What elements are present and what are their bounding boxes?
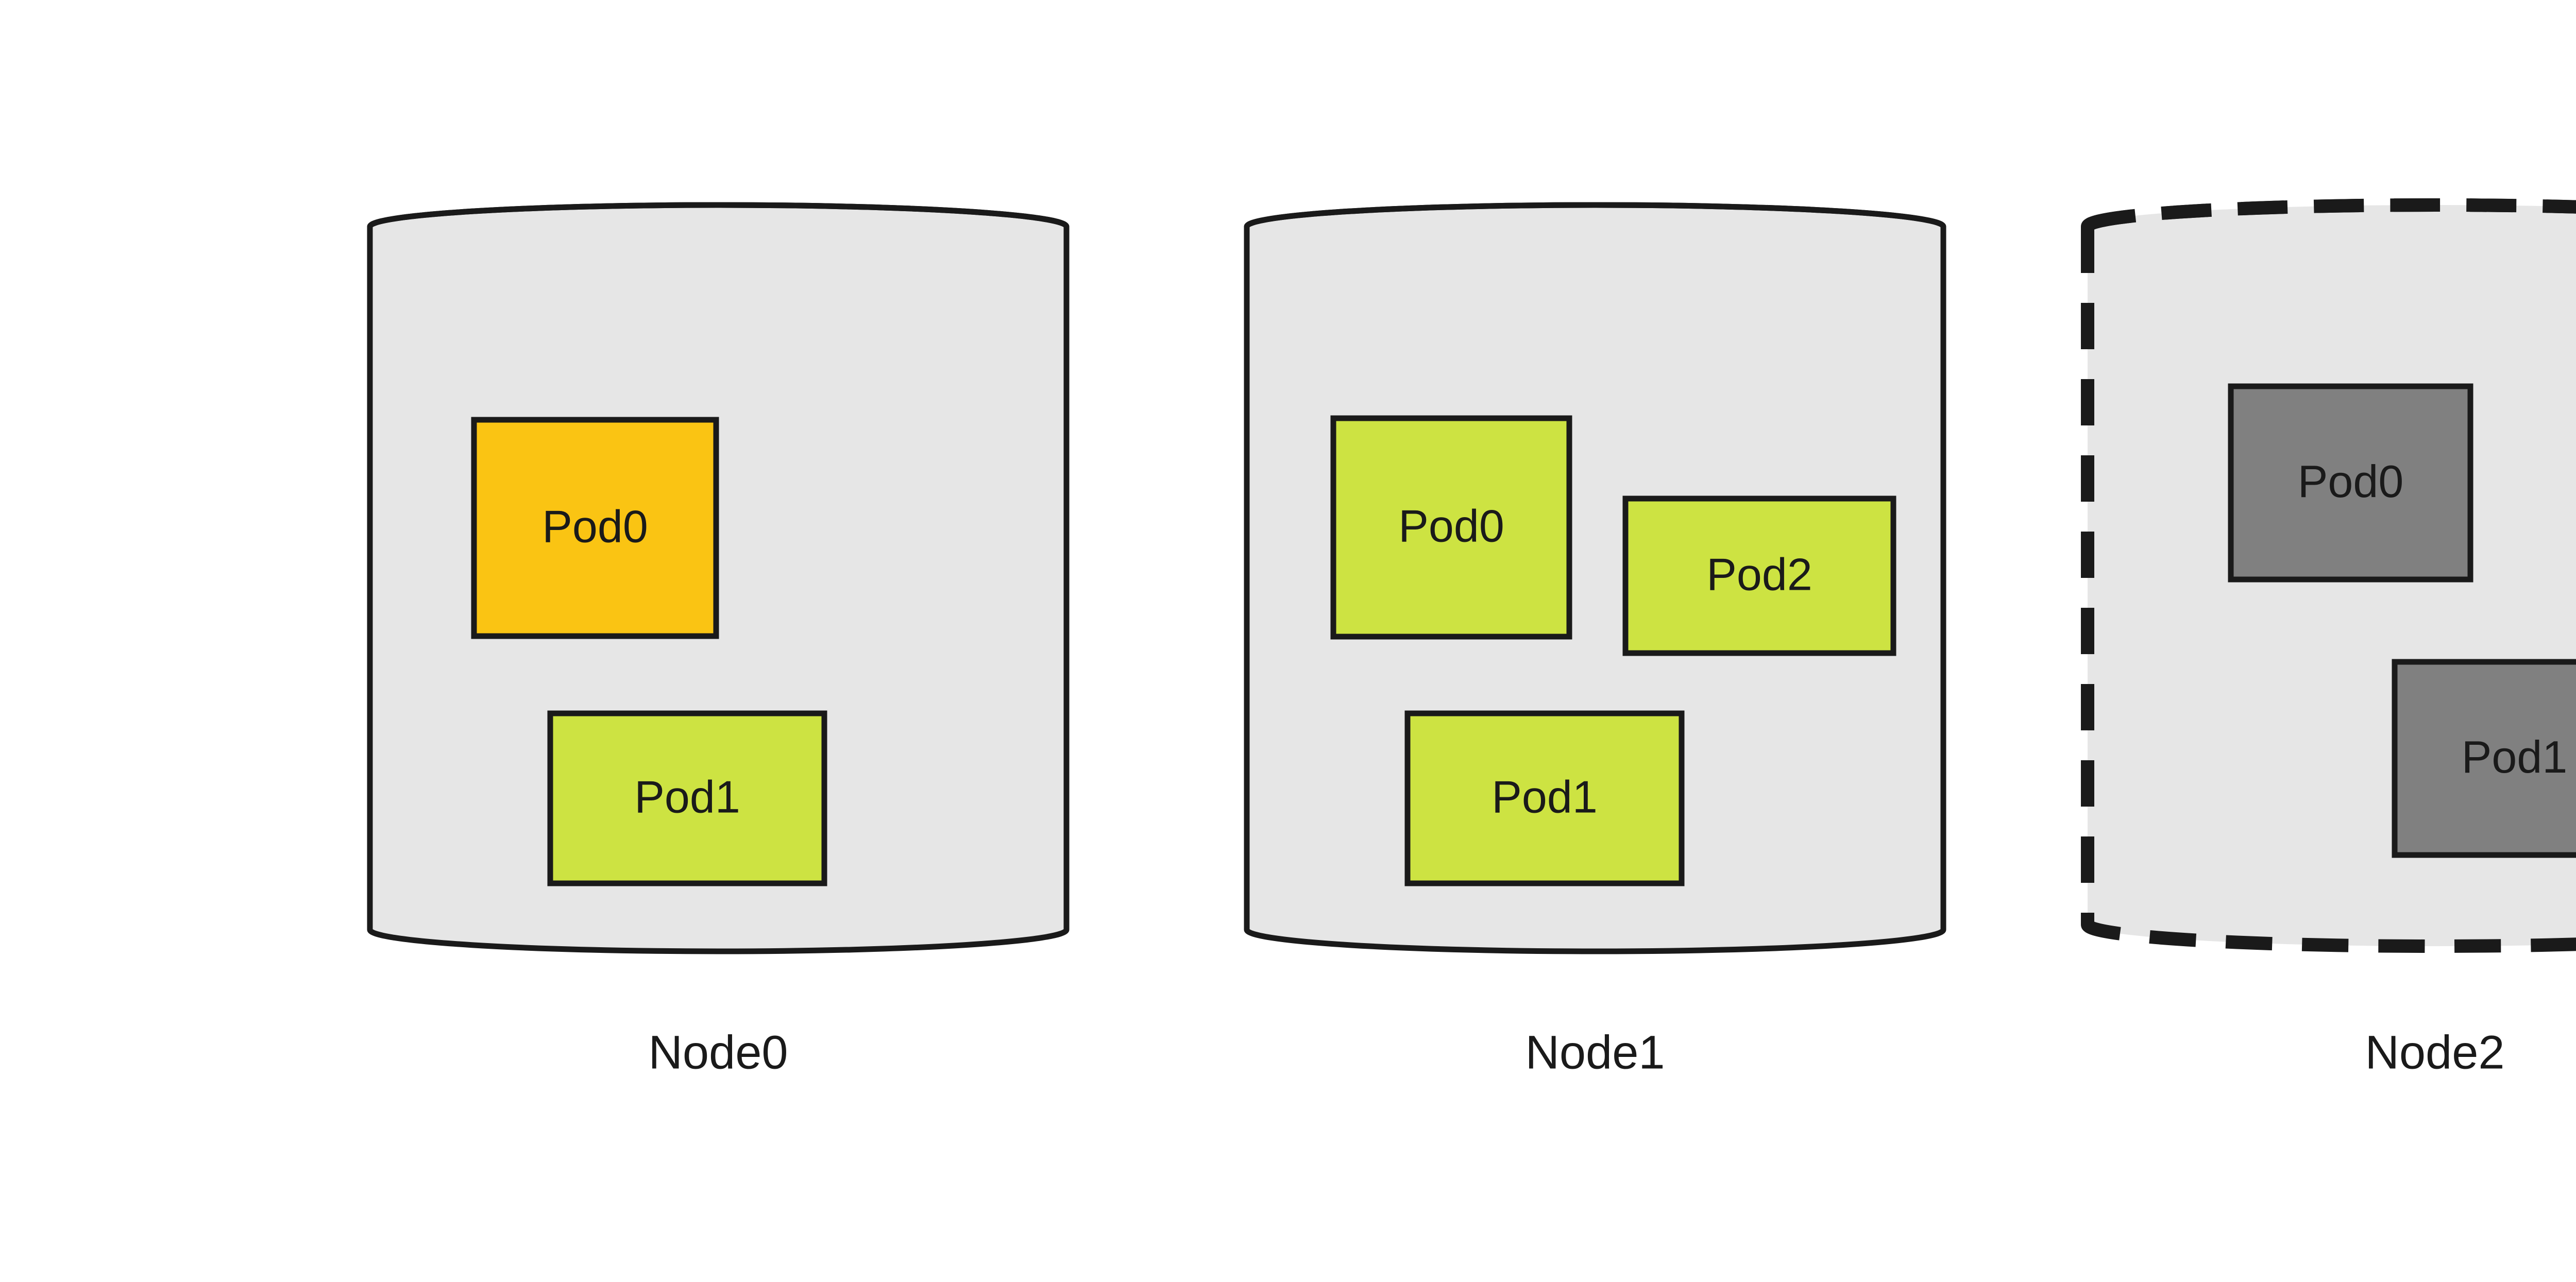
pod-label-node2-pod1: Pod1 [2462,731,2568,782]
node-cylinder-top-rim [367,202,1070,228]
pod-box-node1-pod1[interactable] [1404,710,1685,886]
pod-box-node1-pod0[interactable] [1330,415,1572,640]
pod-label-node1-pod1: Pod1 [1492,771,1598,822]
node-cylinder-top-rim [1244,202,1946,228]
pod-box-node0-pod1[interactable] [547,710,827,886]
pod-label-node1-pod2: Pod2 [1706,549,1812,600]
pod-label-node0-pod0: Pod0 [542,501,648,552]
pod-box-node2-pod1[interactable] [2392,659,2576,858]
node-label-node1: Node1 [1525,1026,1665,1079]
pod-box-node1-pod2[interactable] [1622,495,1896,656]
node-label-node2: Node2 [2365,1026,2504,1079]
pod-label-node0-pod1: Pod1 [634,771,740,822]
node-cylinder-top-rim [2081,198,2576,231]
nodes-layer: Pod0Pod1Node0Pod0Pod2Pod1Node1Pod0Pod1No… [367,198,2576,1079]
pod-label-node2-pod0: Pod0 [2298,456,2404,507]
pod-label-node1-pod0: Pod0 [1398,500,1504,551]
pod-box-node0-pod0[interactable] [471,417,719,639]
pod-box-node2-pod0[interactable] [2228,383,2473,583]
node-label-node0: Node0 [648,1026,788,1079]
